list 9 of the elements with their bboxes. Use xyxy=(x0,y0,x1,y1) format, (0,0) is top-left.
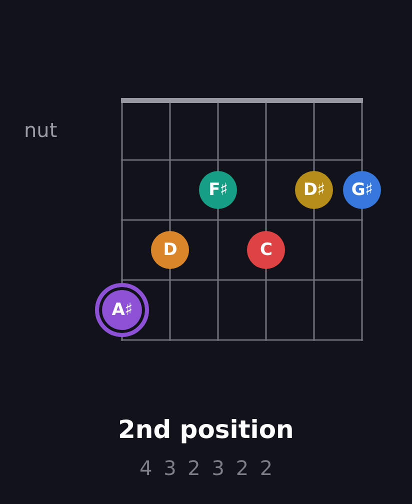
note-dot: D♯ xyxy=(295,171,333,209)
caption: 4 3 2 3 2 2 xyxy=(138,456,276,480)
note-dot: F♯ xyxy=(199,171,237,209)
root-note-dot: A♯ xyxy=(95,283,149,337)
part-label: nut xyxy=(24,118,58,142)
note-dot: G♯ xyxy=(343,171,381,209)
note-dot: D xyxy=(151,231,189,269)
title: 2nd position xyxy=(118,415,294,445)
note-dot: C xyxy=(247,231,285,269)
